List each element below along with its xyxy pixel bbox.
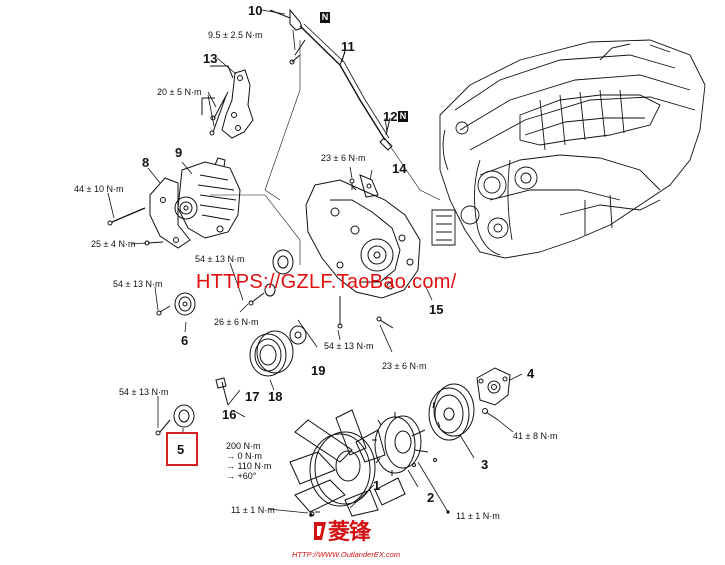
callout-19: 19 [311, 363, 326, 378]
torque-label-19: 54 ± 13 N·m [324, 341, 374, 351]
pulleys [156, 249, 394, 406]
callout-13: 13 [203, 51, 218, 66]
torque-label-6b: 26 ± 6 N·m [214, 317, 259, 327]
torque-label-9: 54 ± 13 N·m [195, 254, 245, 264]
idler-pulley [155, 404, 195, 436]
torque-label-15: 23 ± 6 N·m [382, 361, 427, 371]
torque-label-6: 54 ± 13 N·m [113, 279, 163, 289]
torque-label-fan: 11 ± 1 N·m [231, 505, 275, 515]
callout-15: 15 [429, 302, 444, 317]
callout-4: 4 [527, 366, 535, 381]
callout-3: 3 [481, 457, 489, 472]
callout-10: 10 [248, 3, 263, 18]
callout-18: 18 [268, 389, 283, 404]
callout-1: 1 [373, 478, 381, 493]
engine-assembly [431, 39, 706, 259]
fan-clutch [372, 412, 437, 476]
torque-step-3: → 110 N·m [226, 461, 272, 471]
torque-step-4: → +60° [226, 471, 257, 481]
bolt-heads [309, 510, 450, 517]
torque-label-10: 9.5 ± 2.5 N·m [208, 30, 263, 40]
callout-12: 12 [383, 109, 398, 124]
callout-6: 6 [181, 333, 189, 348]
brand-url: HTTP://WWW.OutlanderEX.com [292, 550, 401, 559]
callout-17: 17 [245, 389, 260, 404]
torque-step-2: → 0 N·m [226, 451, 262, 461]
torque-step-1: 200 N·m [226, 441, 261, 451]
n-badge: N [398, 111, 408, 122]
torque-label-13: 20 ± 5 N·m [157, 87, 202, 97]
brand-logo [314, 522, 326, 540]
group-lines [210, 40, 441, 265]
torque-label-clutch: 11 ± 1 N·m [456, 511, 500, 521]
n-badge: N [320, 12, 330, 23]
callout-8: 8 [142, 155, 150, 170]
callout-2: 2 [427, 490, 435, 505]
callout-16: 16 [222, 407, 237, 422]
alternator [107, 157, 241, 249]
front-cover [305, 174, 421, 299]
callout-14: 14 [392, 161, 407, 176]
callout-5: 5 [177, 442, 185, 457]
torque-label-8a: 44 ± 10 N·m [74, 184, 124, 194]
torque-label-16: 200 N·m → 0 N·m → 110 N·m → +60° [226, 441, 271, 481]
watermark-text: HTTPS://GZLF.TaoBao.com/ [196, 271, 457, 293]
highlight-box [166, 432, 198, 466]
callout-11: 11 [341, 39, 355, 54]
torque-label-8b: 25 ± 4 N·m [91, 239, 136, 249]
dipstick [269, 8, 393, 151]
torque-label-14: 23 ± 6 N·m [321, 153, 366, 163]
bracket-4 [476, 367, 511, 421]
cooling-fan [289, 409, 406, 517]
callout-9: 9 [175, 145, 183, 160]
brand-logo-text: 菱锋 [328, 520, 371, 545]
pulley-3 [428, 383, 475, 441]
torque-label-4: 41 ± 8 N·m [513, 431, 558, 441]
torque-label-5: 54 ± 13 N·m [119, 387, 169, 397]
leader-lines [107, 9, 523, 514]
bracket-13 [201, 65, 254, 139]
